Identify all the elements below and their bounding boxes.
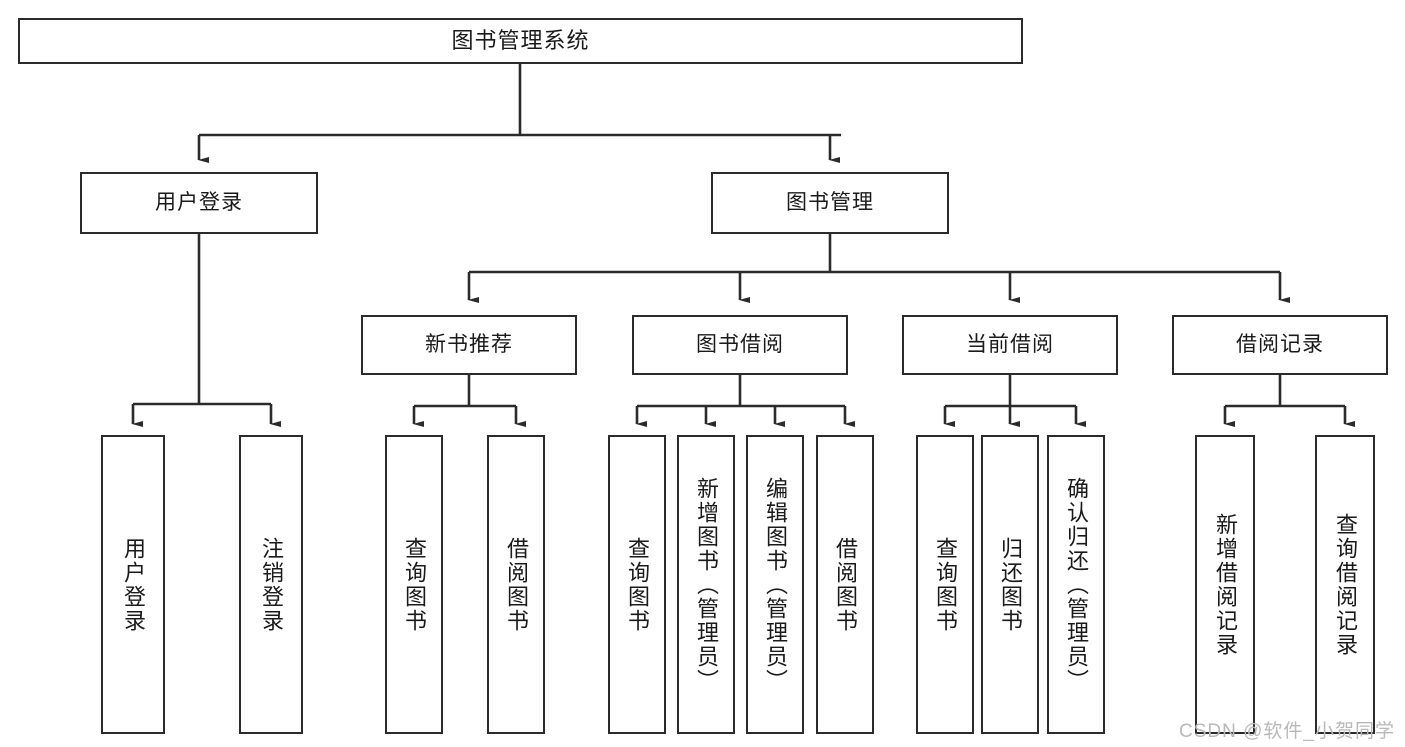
leaf-current-borrow-3[interactable]: 确认归还（管理员） bbox=[1047, 435, 1105, 734]
leaf-label: 归还图书 bbox=[997, 536, 1023, 633]
node-book-manage-label: 图书管理 bbox=[786, 190, 874, 214]
leaf-label: 确认归还（管理员） bbox=[1063, 476, 1089, 693]
node-root[interactable]: 图书管理系统 bbox=[18, 18, 1023, 64]
node-book-borrow-label: 图书借阅 bbox=[696, 332, 784, 356]
leaf-book-borrow-2[interactable]: 新增图书（管理员） bbox=[677, 435, 735, 734]
node-user-login[interactable]: 用户登录 bbox=[80, 172, 318, 234]
leaf-new-book-2[interactable]: 借阅图书 bbox=[487, 435, 545, 734]
node-user-login-label: 用户登录 bbox=[155, 190, 243, 214]
leaf-label: 新增图书（管理员） bbox=[693, 476, 719, 693]
leaf-label: 借阅图书 bbox=[832, 536, 858, 633]
leaf-borrow-record-2[interactable]: 查询借阅记录 bbox=[1315, 435, 1375, 734]
leaf-user-login-2[interactable]: 注销登录 bbox=[239, 435, 303, 734]
leaf-label: 查询图书 bbox=[932, 536, 958, 633]
node-borrow-record[interactable]: 借阅记录 bbox=[1172, 315, 1388, 375]
node-book-manage[interactable]: 图书管理 bbox=[711, 172, 949, 234]
leaf-book-borrow-1[interactable]: 查询图书 bbox=[608, 435, 666, 734]
node-root-label: 图书管理系统 bbox=[451, 28, 590, 54]
leaf-label: 注销登录 bbox=[258, 536, 284, 633]
leaf-book-borrow-3[interactable]: 编辑图书（管理员） bbox=[746, 435, 804, 734]
node-borrow-record-label: 借阅记录 bbox=[1236, 332, 1324, 356]
leaf-label: 编辑图书（管理员） bbox=[762, 476, 788, 693]
leaf-label: 借阅图书 bbox=[503, 536, 529, 633]
leaf-current-borrow-1[interactable]: 查询图书 bbox=[916, 435, 974, 734]
leaf-label: 查询图书 bbox=[401, 536, 427, 633]
node-current-borrow-label: 当前借阅 bbox=[966, 332, 1054, 356]
node-new-book-recommend-label: 新书推荐 bbox=[425, 332, 513, 356]
leaf-label: 新增借阅记录 bbox=[1212, 512, 1238, 657]
node-book-borrow[interactable]: 图书借阅 bbox=[632, 315, 848, 375]
leaf-borrow-record-1[interactable]: 新增借阅记录 bbox=[1195, 435, 1255, 734]
leaf-current-borrow-2[interactable]: 归还图书 bbox=[981, 435, 1039, 734]
leaf-new-book-1[interactable]: 查询图书 bbox=[385, 435, 443, 734]
leaf-user-login-1[interactable]: 用户登录 bbox=[101, 435, 165, 734]
leaf-label: 查询借阅记录 bbox=[1332, 512, 1358, 657]
leaf-book-borrow-4[interactable]: 借阅图书 bbox=[816, 435, 874, 734]
leaf-label: 用户登录 bbox=[120, 536, 146, 633]
leaf-label: 查询图书 bbox=[624, 536, 650, 633]
node-new-book-recommend[interactable]: 新书推荐 bbox=[361, 315, 577, 375]
node-current-borrow[interactable]: 当前借阅 bbox=[902, 315, 1118, 375]
